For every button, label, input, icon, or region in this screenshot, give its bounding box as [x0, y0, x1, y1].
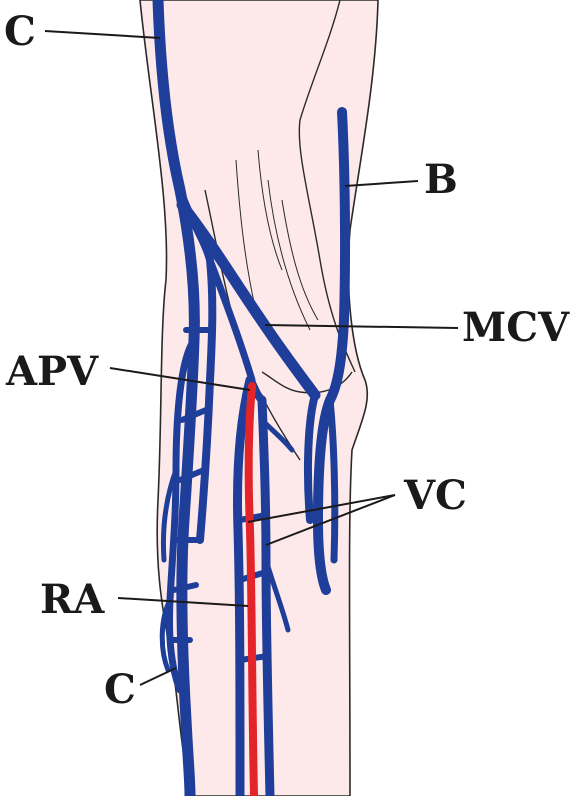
median-cubital-branch [206, 256, 256, 384]
label-ra: RA [40, 576, 105, 623]
radial-artery [244, 382, 258, 796]
label-vc: VC [404, 472, 467, 519]
leader-lines [44, 30, 459, 686]
vein-anastomoses [169, 327, 211, 643]
label-c-bottom: C [104, 666, 136, 713]
label-apv: APV [6, 348, 99, 395]
muscle-crease [267, 179, 311, 331]
muscle-crease [257, 149, 283, 271]
label-c-top: C [4, 8, 36, 55]
label-b: B [424, 156, 458, 203]
basilic-vein [303, 107, 351, 595]
median-cubital-vein [176, 199, 321, 401]
muscle-crease [281, 199, 319, 321]
label-mcv: MCV [462, 304, 570, 351]
